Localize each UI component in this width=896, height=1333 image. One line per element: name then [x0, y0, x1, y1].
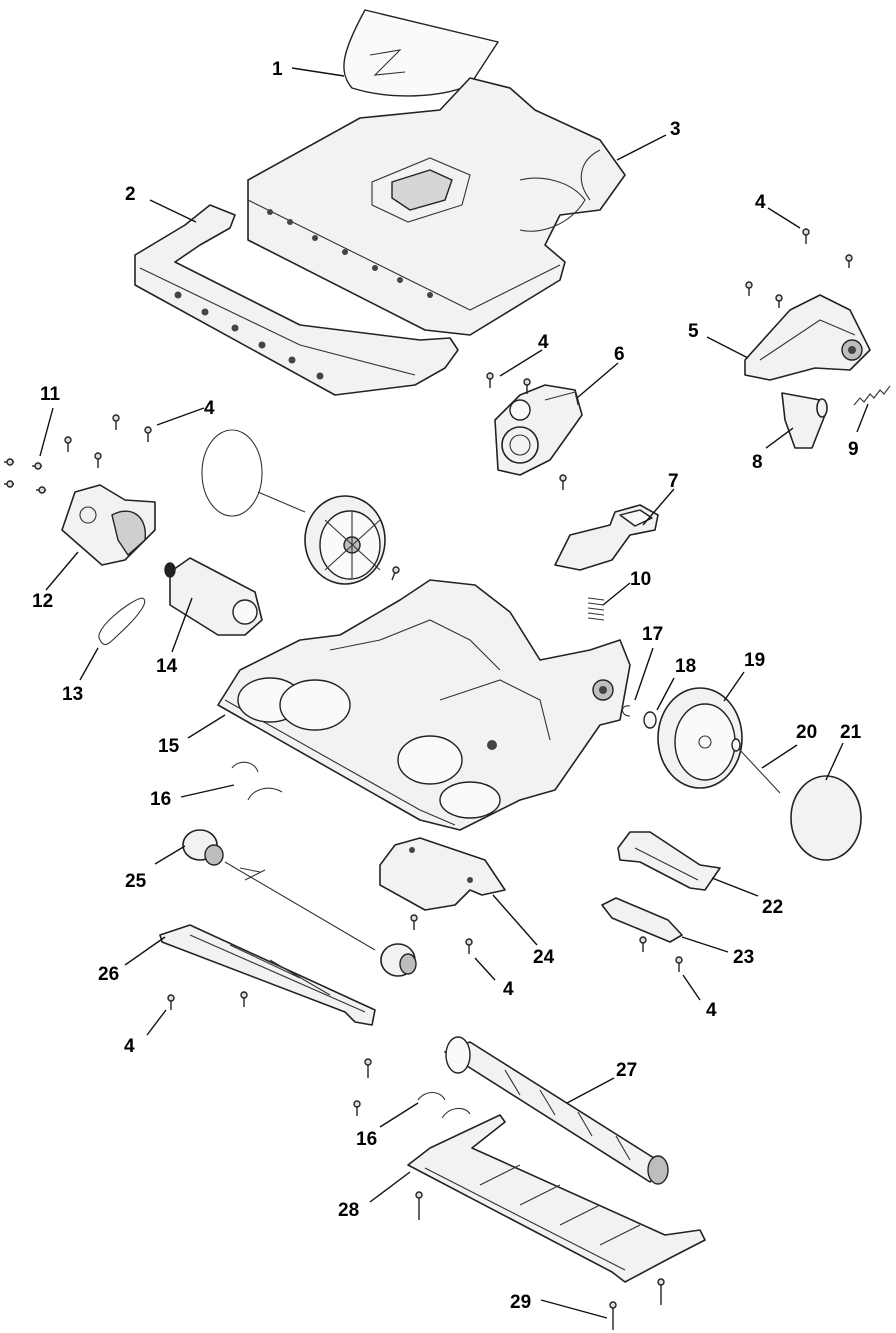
callout-4: 4	[538, 332, 549, 353]
callout-labels: 1 2 3 4 5 4 6 11 4 8 9 7 10 12 17 19 14 …	[32, 59, 862, 1313]
part-28-base-plate	[407, 1114, 706, 1283]
part-2-bumper	[134, 204, 459, 396]
screws	[4, 228, 853, 1330]
axle-wheel-assembly	[201, 429, 386, 585]
callout-8: 8	[752, 452, 763, 473]
callout-23: 23	[733, 947, 754, 968]
part-3-top-cover	[247, 77, 626, 336]
callout-1: 1	[272, 59, 283, 80]
callout-4: 4	[204, 398, 215, 419]
callout-10: 10	[630, 569, 651, 590]
leader-lines	[39, 67, 869, 1319]
callout-4: 4	[124, 1036, 135, 1057]
callout-4: 4	[755, 192, 766, 213]
callout-17: 17	[642, 624, 663, 645]
callout-4: 4	[503, 979, 514, 1000]
callout-28: 28	[338, 1200, 359, 1221]
part-1-nameplate	[343, 9, 499, 97]
part-10-spring	[587, 597, 605, 621]
callout-13: 13	[62, 684, 83, 705]
part-17-clip	[621, 705, 631, 717]
callout-19: 19	[744, 650, 765, 671]
callout-3: 3	[670, 119, 681, 140]
callout-16: 16	[150, 789, 171, 810]
part-12-motor-housing	[61, 484, 156, 566]
part-6-gear-box	[494, 384, 583, 476]
callout-14: 14	[156, 656, 178, 677]
callout-22: 22	[762, 897, 783, 918]
part-22-bracket	[617, 831, 721, 891]
callout-16: 16	[356, 1129, 377, 1150]
callout-2: 2	[125, 184, 136, 205]
callout-11: 11	[40, 384, 61, 405]
part-20-axle	[731, 738, 781, 794]
part-14-motor	[164, 557, 263, 636]
callout-26: 26	[98, 964, 119, 985]
callout-9: 9	[848, 439, 859, 460]
callout-15: 15	[158, 736, 180, 757]
part-23-plate	[601, 897, 683, 943]
callout-21: 21	[840, 722, 862, 743]
callout-27: 27	[616, 1060, 637, 1081]
part-26-bottom-plate	[159, 924, 376, 1026]
part-18-washer	[643, 711, 657, 729]
callout-29: 29	[510, 1292, 531, 1313]
callout-7: 7	[668, 471, 679, 492]
part-21-hubcap	[790, 775, 862, 861]
part-15-base	[217, 579, 631, 831]
part-24-cover	[379, 837, 506, 911]
part-16-clips	[231, 761, 471, 1119]
callout-24: 24	[533, 947, 555, 968]
callout-25: 25	[125, 871, 147, 892]
callout-4: 4	[706, 1000, 717, 1021]
part-5-bracket	[744, 294, 871, 381]
callout-6: 6	[614, 344, 625, 365]
callout-5: 5	[688, 321, 699, 342]
part-13-belt	[98, 597, 146, 646]
part-19-rear-wheel	[657, 687, 743, 789]
part-7-lever	[554, 504, 659, 571]
part-9-spring	[853, 385, 891, 406]
callout-20: 20	[796, 722, 817, 743]
callout-12: 12	[32, 591, 53, 612]
callout-18: 18	[675, 656, 696, 677]
part-8-pedal	[781, 392, 828, 449]
part-27-brushroll	[444, 1036, 669, 1185]
part-25-agitator-shaft	[182, 829, 417, 977]
